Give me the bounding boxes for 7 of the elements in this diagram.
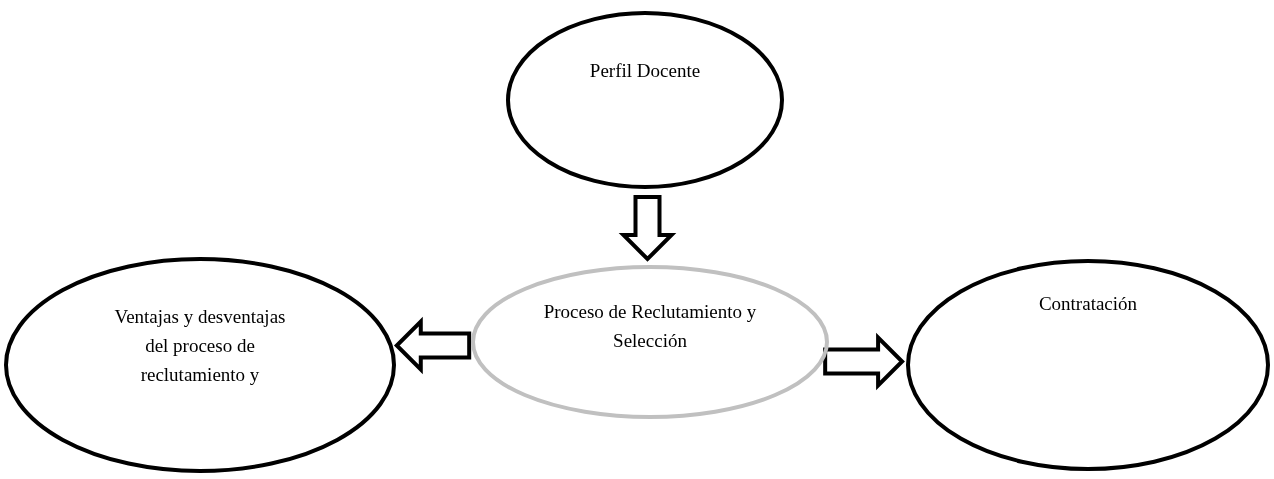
block-arrow bbox=[393, 316, 472, 375]
node-label: Proceso de Reclutamiento y Selección bbox=[542, 300, 758, 353]
node-label: Ventajas y desventajas del proceso de reclutamiento y bbox=[113, 305, 287, 387]
node-label: Perfil Docente bbox=[588, 59, 702, 83]
node-label: Contratación bbox=[1037, 292, 1139, 316]
block-arrow bbox=[823, 332, 905, 391]
block-arrow bbox=[618, 195, 677, 262]
